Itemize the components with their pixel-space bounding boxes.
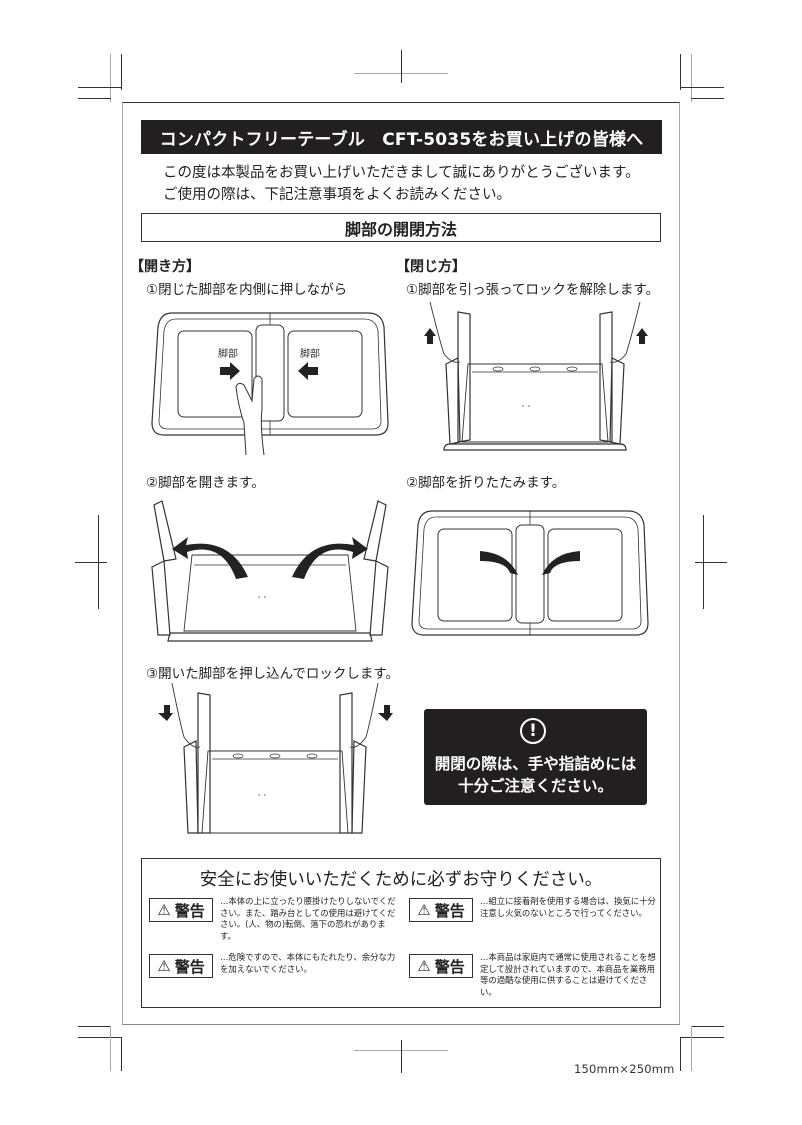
open-step-3-label: ③開いた脚部を押し込んでロックします。 [146, 666, 400, 682]
svg-text:ﾞ ﾞ: ﾞ ﾞ [258, 794, 268, 803]
svg-text:脚部: 脚部 [300, 347, 320, 360]
warning-triangle-icon: ⚠ [157, 957, 171, 975]
open-step-2-label: ②脚部を開きます。 [146, 475, 265, 491]
intro-line-1: この度は本製品をお買い上げいただきまして誠にありがとうございます。 [163, 165, 640, 181]
warning-badge-1: ⚠ 警告 [149, 898, 213, 922]
caution-panel: ! 開閉の際は、手や指詰めには 十分ご注意ください。 [424, 709, 647, 805]
page-title-text: コンパクトフリーテーブル CFT-5035をお買い上げの皆様へ [159, 129, 644, 150]
warning-text-1: …本体の上に立ったり腰掛けたりしないでください。また、踏み台としての使用は避けて… [220, 896, 396, 941]
svg-text:脚部: 脚部 [218, 347, 238, 360]
warning-badge-label: 警告 [174, 957, 205, 976]
size-label: 150mm×250mm [574, 1062, 675, 1076]
folded-table-push-illustration: 脚部 脚部 [151, 312, 389, 455]
svg-text:ﾞ ﾞ: ﾞ ﾞ [522, 405, 532, 414]
warning-badge-2: ⚠ 警告 [409, 898, 473, 922]
pull-legs-unlock-illustration: ﾞ ﾞ [424, 302, 648, 451]
exclamation-circle-icon: ! [520, 718, 546, 744]
warning-text-3: …危険ですので、本体にもたれたり、余分な力を加えないでください。 [220, 952, 396, 974]
intro-line-2: ご使用の際は、下記注意事項をよくお読みください。 [163, 187, 511, 203]
safety-title: 安全にお使いいただくために必ずお守りください。 [199, 870, 603, 890]
section-title: 脚部の開閉方法 [344, 219, 457, 239]
caution-line-1: 開閉の際は、手や指詰めには [434, 755, 637, 773]
caution-text: 開閉の際は、手や指詰めには 十分ご注意ください。 [424, 753, 647, 797]
warning-triangle-icon: ⚠ [417, 901, 431, 919]
warning-badge-3: ⚠ 警告 [149, 954, 213, 978]
trim-border [122, 102, 680, 1025]
push-legs-lock-illustration: ﾞ ﾞ [158, 683, 393, 834]
close-step-2-label: ②脚部を折りたたみます。 [406, 475, 566, 491]
open-step-1-label: ①閉じた脚部を内側に押しながら [146, 282, 348, 298]
warning-badge-label: 警告 [434, 957, 465, 976]
warning-triangle-icon: ⚠ [157, 901, 171, 919]
section-heading: 脚部の開閉方法 [141, 213, 661, 242]
intro-text: この度は本製品をお買い上げいただきまして誠にありがとうございます。 ご使用の際は… [163, 162, 640, 206]
warning-triangle-icon: ⚠ [417, 957, 431, 975]
close-method-heading: 【閉じ方】 [396, 259, 466, 275]
close-step-1-label: ①脚部を引っ張ってロックを解除します。 [406, 282, 660, 298]
fold-legs-illustration [411, 510, 649, 636]
warning-badge-label: 警告 [174, 901, 205, 920]
warning-badge-4: ⚠ 警告 [409, 954, 473, 978]
open-method-heading: 【開き方】 [130, 259, 200, 275]
caution-line-2: 十分ご注意ください。 [457, 777, 613, 795]
open-legs-illustration: ﾞ ﾞ [151, 500, 389, 642]
warning-text-4: …本商品は家庭内で通常に使用されることを想定して設計されていますので、本商品を業… [480, 952, 656, 997]
exclamation-symbol: ! [529, 721, 537, 741]
page-title: コンパクトフリーテーブル CFT-5035をお買い上げの皆様へ [141, 120, 662, 154]
svg-text:ﾞ ﾞ: ﾞ ﾞ [258, 596, 268, 605]
warning-badge-label: 警告 [434, 901, 465, 920]
safety-section: 安全にお使いいただくために必ずお守りください。 ⚠ 警告 …本体の上に立ったり腰… [141, 858, 661, 1008]
warning-text-2: …組立に接着剤を使用する場合は、換気に十分注意し火気のないところで行ってください… [480, 896, 656, 918]
